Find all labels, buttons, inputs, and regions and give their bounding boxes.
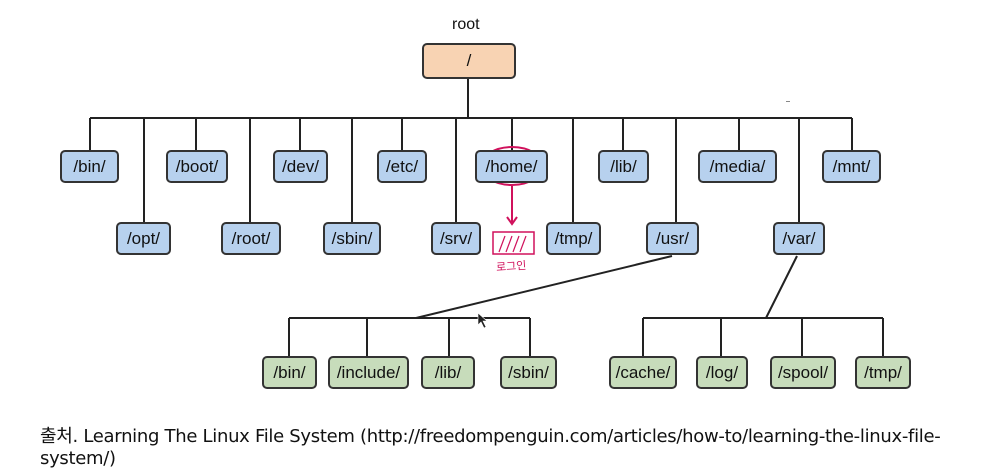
dir-sbin: /sbin/ xyxy=(323,222,381,255)
dir-home: /home/ xyxy=(475,150,548,183)
mouse-cursor-icon xyxy=(477,312,488,329)
hatched-box xyxy=(492,231,535,255)
dir-tmp: /tmp/ xyxy=(546,222,601,255)
dir-media: /media/ xyxy=(698,150,777,183)
usr-child-bin: /bin/ xyxy=(262,356,317,389)
usr-child-include: /include/ xyxy=(328,356,409,389)
dir-boot: /boot/ xyxy=(166,150,228,183)
root-directory-node: / xyxy=(422,43,516,79)
var-child-tmp: /tmp/ xyxy=(855,356,911,389)
dir-root: /root/ xyxy=(221,222,281,255)
handwritten-login-note: 로그인 xyxy=(495,258,527,275)
dir-usr: /usr/ xyxy=(646,222,699,255)
var-child-log: /log/ xyxy=(696,356,748,389)
dir-bin: /bin/ xyxy=(60,150,119,183)
root-label: root xyxy=(452,16,480,33)
usr-child-sbin: /sbin/ xyxy=(500,356,557,389)
dir-var: /var/ xyxy=(773,222,825,255)
dir-dev: /dev/ xyxy=(273,150,328,183)
dir-srv: /srv/ xyxy=(431,222,481,255)
dir-etc: /etc/ xyxy=(377,150,427,183)
dir-lib: /lib/ xyxy=(598,150,649,183)
var-child-spool: /spool/ xyxy=(770,356,836,389)
dir-opt: /opt/ xyxy=(116,222,171,255)
usr-child-lib: /lib/ xyxy=(421,356,475,389)
dir-mnt: /mnt/ xyxy=(822,150,881,183)
var-child-cache: /cache/ xyxy=(609,356,677,389)
